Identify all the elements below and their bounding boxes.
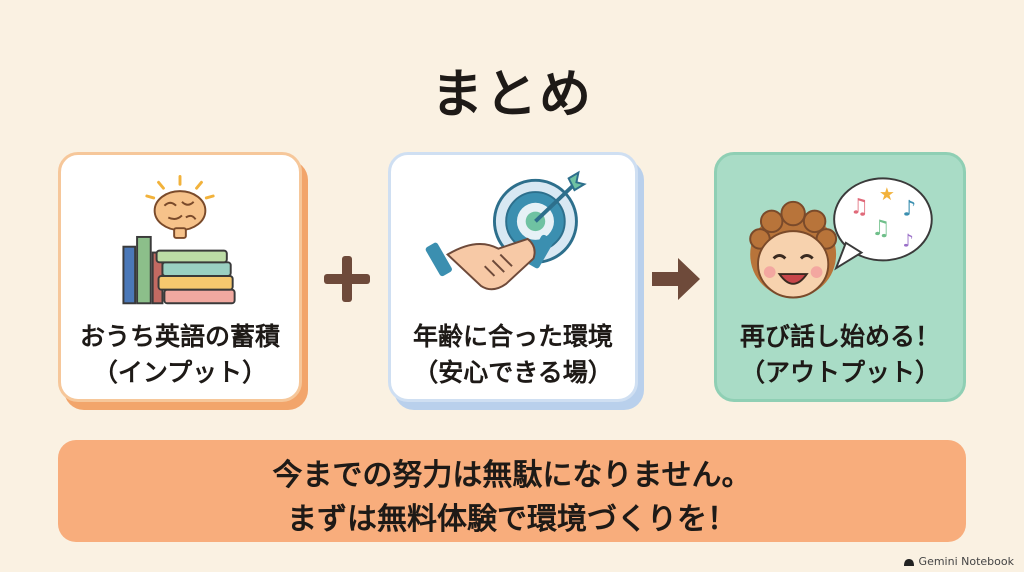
- svg-text:♫: ♫: [850, 195, 869, 220]
- books-brain-illustration: [122, 175, 236, 305]
- brand-label: Gemini Notebook: [918, 555, 1014, 568]
- svg-text:♫: ♫: [871, 216, 890, 241]
- notebook-logo-icon: [903, 558, 914, 566]
- target-handshake-illustration: [425, 170, 587, 291]
- card-input: おうち英語の蓄積 （インプット）: [58, 152, 302, 402]
- child-face-icon: [749, 200, 838, 299]
- card-input-sublabel: （インプット）: [92, 358, 268, 387]
- page-title: まとめ: [430, 65, 593, 125]
- music-speech-bubble-icon: ♫ ★ ♪ ♫ ♪: [833, 177, 933, 271]
- banner-line-2: まずは無料体験で環境づくりを！: [287, 502, 737, 537]
- handshake-icon: [425, 234, 554, 291]
- brain-icon: [145, 175, 215, 239]
- banner-line-1: 今までの努力は無駄になりません。: [272, 458, 752, 493]
- summary-banner: 今までの努力は無駄になりません。 まずは無料体験で環境づくりを！: [58, 440, 966, 542]
- arrow-right-icon: [652, 258, 700, 300]
- books-icon: [122, 235, 236, 305]
- svg-text:★: ★: [879, 185, 895, 205]
- brand-watermark: Gemini Notebook: [903, 555, 1014, 568]
- card-output-label: 再び話し始める！: [739, 322, 940, 351]
- card-environment-label: 年齢に合った環境: [412, 322, 613, 351]
- card-environment-sublabel: （安心できる場）: [413, 358, 613, 387]
- card-environment: 年齢に合った環境 （安心できる場）: [388, 152, 638, 402]
- card-output: ♫ ★ ♪ ♫ ♪ 再び話し始める！ （アウトプット）: [714, 152, 966, 402]
- child-music-illustration: ♫ ★ ♪ ♫ ♪: [749, 177, 933, 299]
- plus-icon: [324, 256, 370, 302]
- svg-text:♪: ♪: [902, 232, 913, 252]
- card-input-label: おうち英語の蓄積: [79, 322, 280, 351]
- svg-text:♪: ♪: [902, 196, 916, 221]
- card-output-sublabel: （アウトプット）: [739, 358, 940, 387]
- target-icon: [492, 170, 587, 264]
